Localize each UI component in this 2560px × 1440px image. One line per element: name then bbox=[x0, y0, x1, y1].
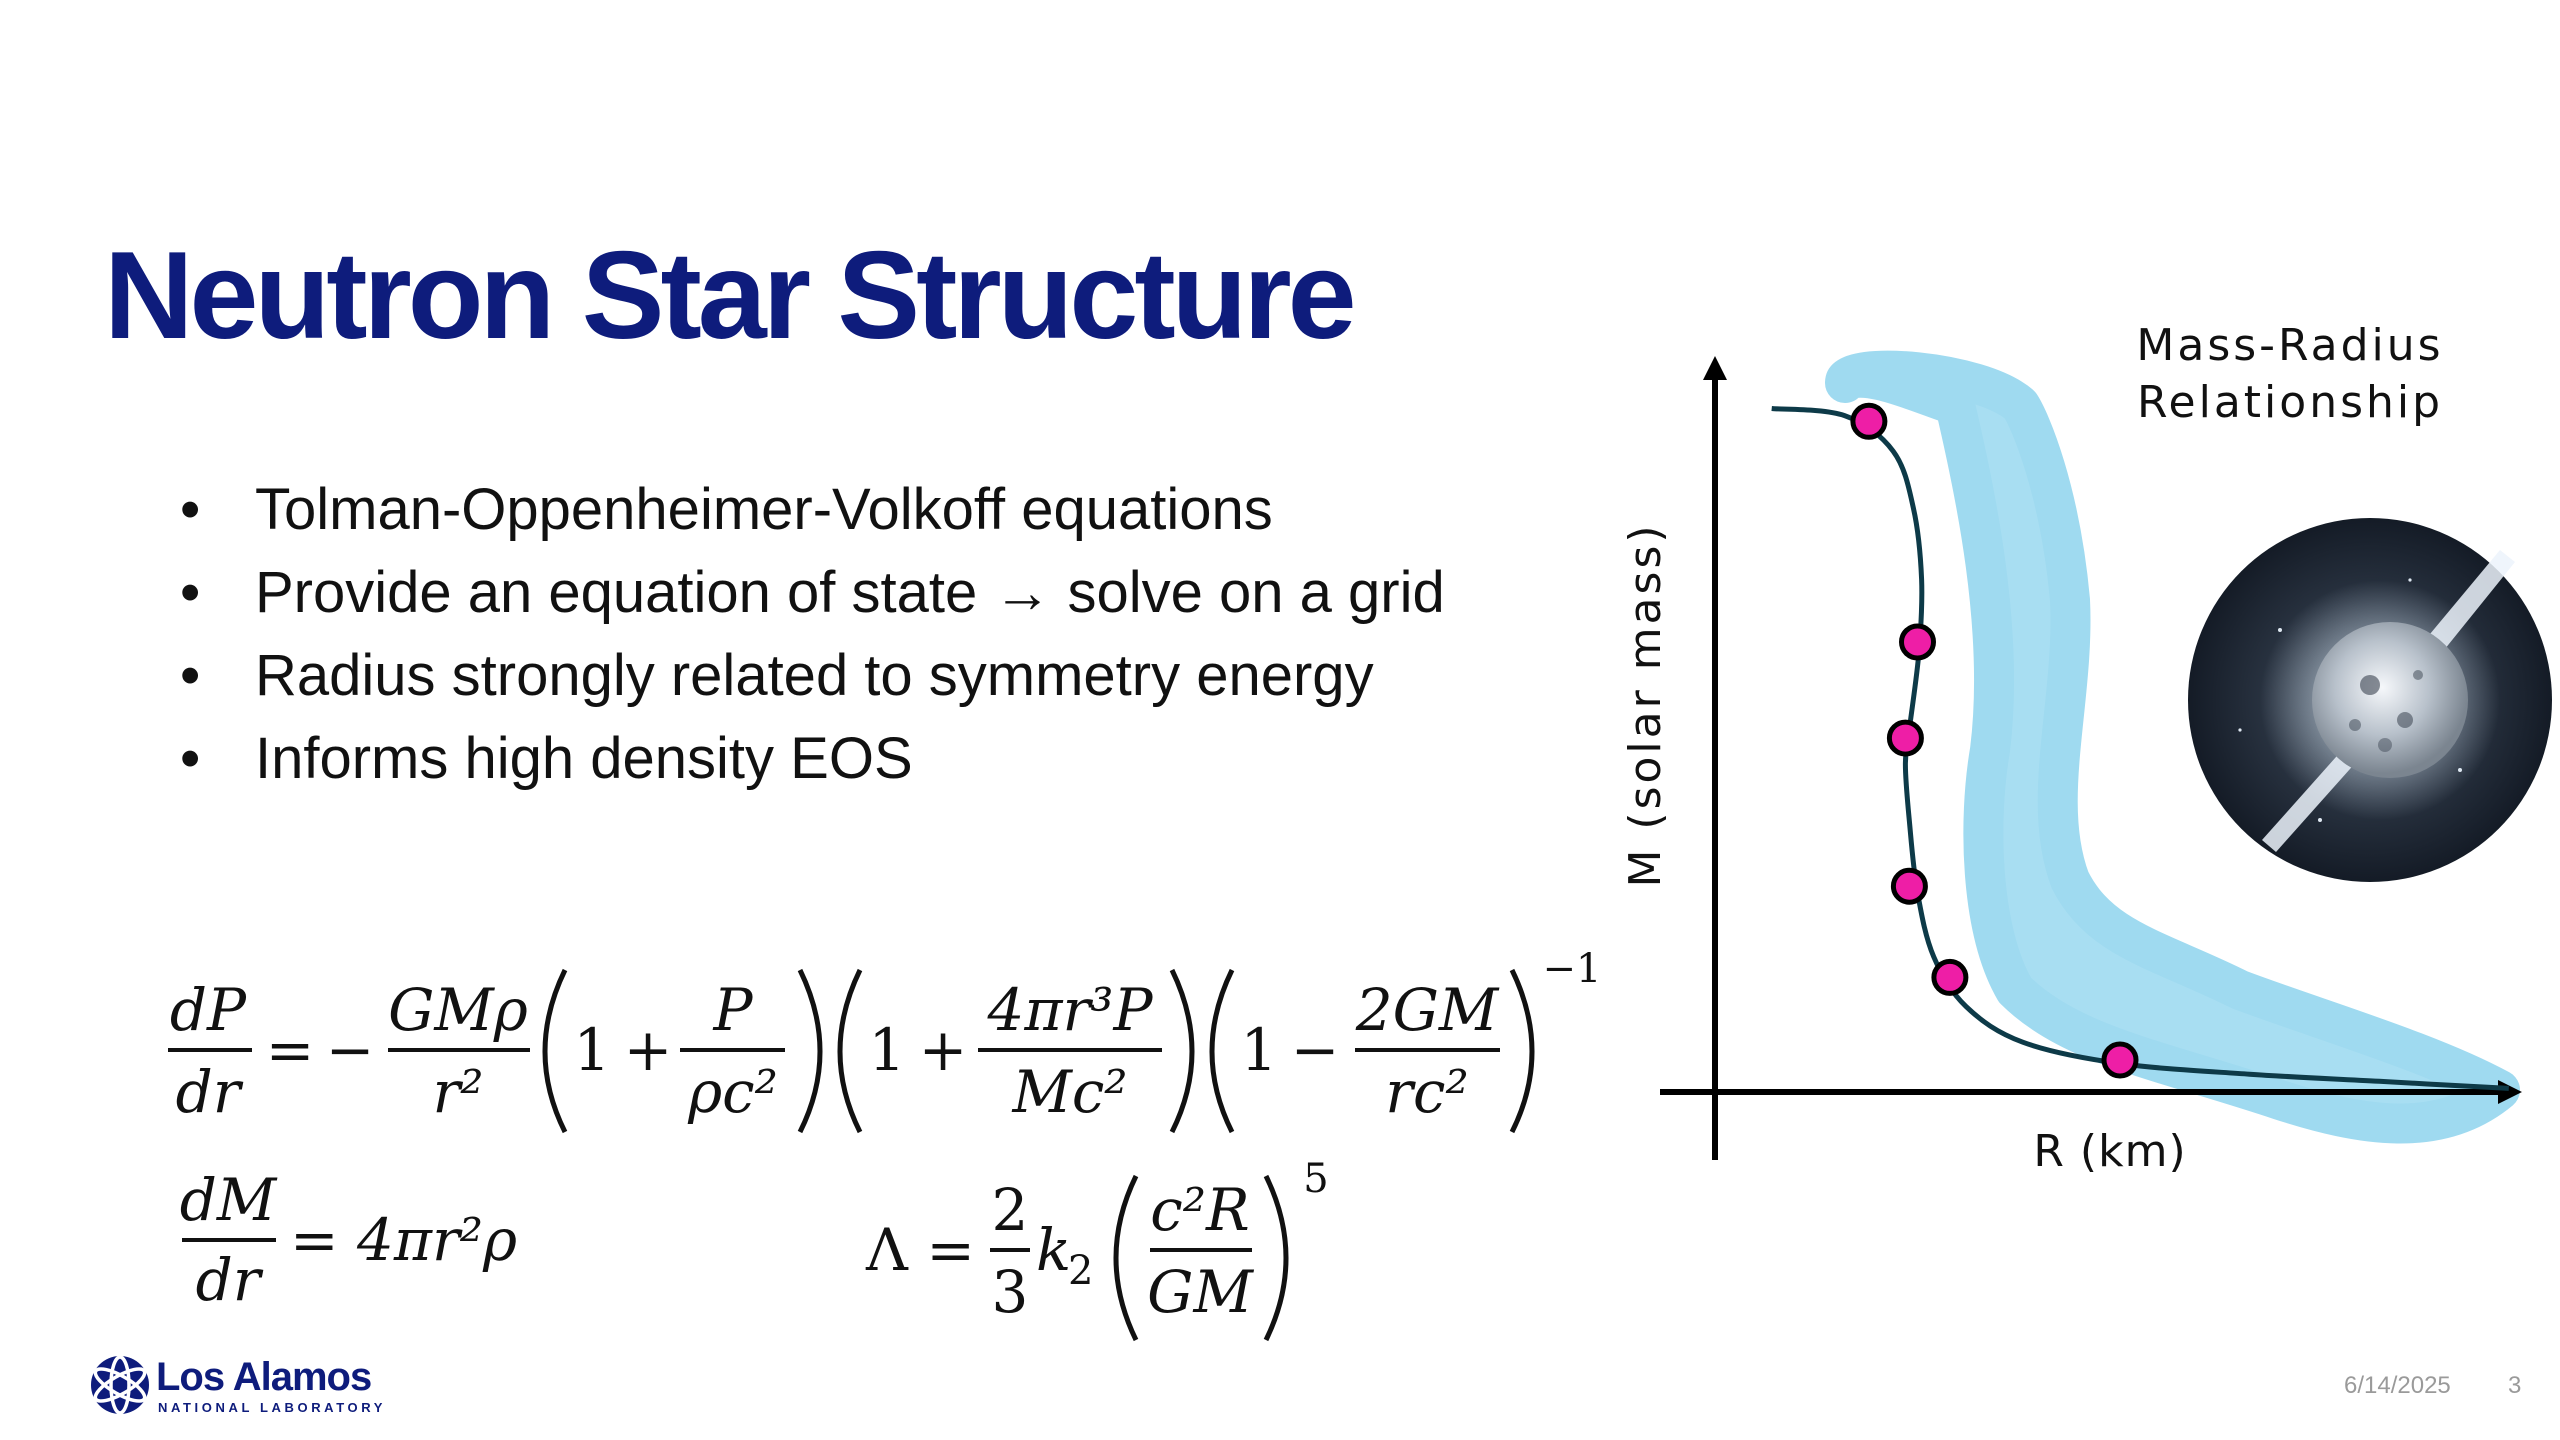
x-axis-label: R (km) bbox=[2033, 1126, 2186, 1177]
paren-left bbox=[542, 968, 568, 1134]
eq-rhs: = 4πr²ρ bbox=[290, 1206, 517, 1274]
bullet-item: Informs high density EOS bbox=[180, 717, 1445, 800]
bullet-item: Tolman-Oppenheimer-Volkoff equations bbox=[180, 468, 1445, 551]
chart-title-line2: Relationship bbox=[2137, 377, 2443, 428]
eq-f4-den: rc² bbox=[1385, 1058, 1468, 1126]
page-number: 3 bbox=[2508, 1372, 2522, 1399]
equation-tidal: Λ = 2 3 k 2 c²R GM 5 bbox=[865, 1156, 1329, 1342]
eq-f3-den: Mc² bbox=[1011, 1058, 1127, 1126]
equation-tov-mass: dM dr = 4πr²ρ bbox=[180, 1166, 517, 1314]
bullet-list: Tolman-Oppenheimer-Volkoff equations Pro… bbox=[180, 468, 1445, 800]
neutron-star-image bbox=[2188, 518, 2552, 882]
logo-emblem-icon bbox=[91, 1355, 149, 1415]
mass-radius-curve bbox=[1771, 406, 2509, 1091]
eq-frac-den: 3 bbox=[992, 1258, 1029, 1326]
eq-minus: − bbox=[326, 1016, 375, 1084]
eq-f3-num: 4πr³P bbox=[986, 976, 1153, 1044]
paren-right bbox=[1169, 968, 1195, 1134]
eq-f1-num: GMρ bbox=[388, 976, 528, 1044]
paren-right bbox=[797, 968, 823, 1134]
paren-right bbox=[1509, 968, 1535, 1134]
eq-plus: + bbox=[624, 1016, 673, 1084]
data-point bbox=[1931, 958, 1969, 996]
eq-lhs-den: dr bbox=[176, 1058, 244, 1126]
eq-k: k bbox=[1036, 1216, 1071, 1284]
eq-one: 1 bbox=[574, 1016, 611, 1084]
bullet-item: Radius strongly related to symmetry ener… bbox=[180, 634, 1445, 717]
eq-one: 1 bbox=[869, 1016, 906, 1084]
paren-left bbox=[1209, 968, 1235, 1134]
eq-inner-num: c²R bbox=[1150, 1176, 1249, 1244]
eq-k-sub: 2 bbox=[1068, 1248, 1093, 1294]
data-point bbox=[1890, 867, 1928, 905]
data-point bbox=[2101, 1041, 2139, 1079]
y-axis-arrow bbox=[1703, 356, 1727, 380]
bullet-item: Provide an equation of state → solve on … bbox=[180, 551, 1445, 634]
eq-minus: − bbox=[1291, 1016, 1340, 1084]
eq-lhs-num: dM bbox=[180, 1166, 278, 1234]
data-point bbox=[1899, 623, 1936, 661]
eq-f2-den: ρc² bbox=[687, 1058, 778, 1126]
eq-lhs: Λ = bbox=[865, 1216, 975, 1284]
eq-plus: + bbox=[919, 1016, 968, 1084]
data-point bbox=[1886, 719, 1924, 757]
paren-right bbox=[1263, 1174, 1289, 1342]
mass-radius-chart: Mass-Radius Relationship R (km) M (solar… bbox=[1620, 320, 2552, 1177]
eq-inner-den: GM bbox=[1147, 1258, 1254, 1326]
data-points bbox=[1850, 402, 2139, 1079]
eq-f2-num: P bbox=[712, 976, 753, 1044]
slide-title: Neutron Star Structure bbox=[104, 227, 1357, 365]
eq-exponent: −1 bbox=[1543, 946, 1602, 992]
paren-left bbox=[1113, 1174, 1139, 1342]
eq-f1-den: r² bbox=[433, 1058, 484, 1126]
eq-equals: = bbox=[266, 1016, 315, 1084]
paren-left bbox=[837, 968, 863, 1134]
eq-lhs-num: dP bbox=[170, 976, 247, 1044]
logo-name: Los Alamos bbox=[156, 1355, 371, 1399]
eq-lhs-den: dr bbox=[196, 1246, 264, 1314]
footer-date: 6/14/2025 bbox=[2344, 1372, 2451, 1399]
chart-title-line1: Mass-Radius bbox=[2136, 320, 2443, 371]
eq-f4-num: 2GM bbox=[1355, 976, 1500, 1044]
y-axis-label: M (solar mass) bbox=[1620, 522, 1671, 887]
los-alamos-logo: Los Alamos NATIONAL LABORATORY bbox=[91, 1355, 386, 1415]
eq-frac-num: 2 bbox=[992, 1176, 1029, 1244]
eq-one: 1 bbox=[1241, 1016, 1278, 1084]
logo-subtitle: NATIONAL LABORATORY bbox=[158, 1400, 386, 1415]
equation-tov-pressure: dP dr = − GMρ r² 1 + P ρc² 1 + 4πr³P Mc²… bbox=[168, 946, 1602, 1134]
eq-exponent: 5 bbox=[1303, 1156, 1328, 1202]
data-point bbox=[1850, 402, 1888, 440]
